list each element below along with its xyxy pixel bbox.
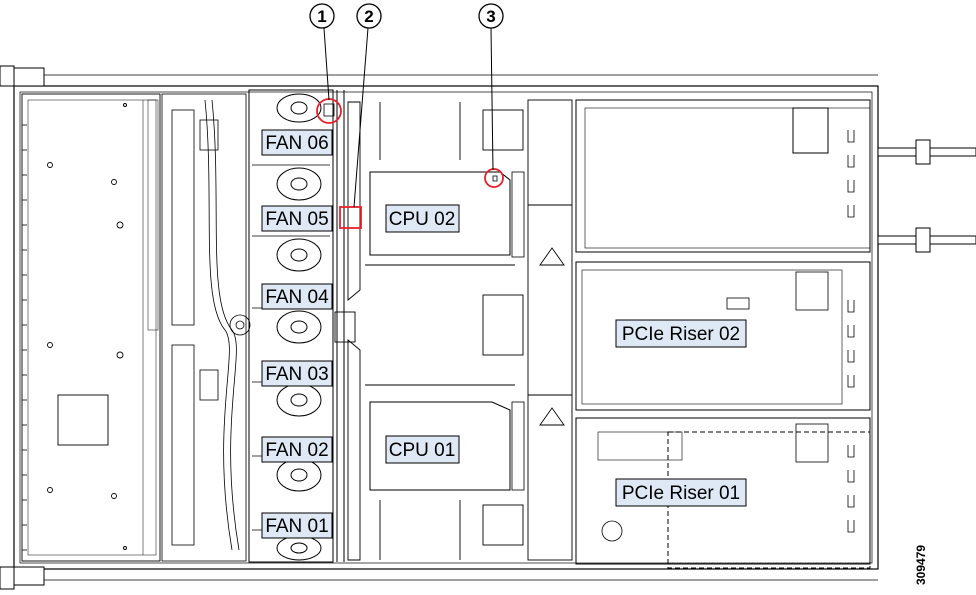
cpu-02: CPU 02 bbox=[369, 171, 525, 258]
fan-04: FAN 04 bbox=[261, 283, 333, 310]
midplane-cable-area bbox=[161, 93, 251, 562]
fan-05: FAN 05 bbox=[261, 205, 333, 232]
callout-2-number: 2 bbox=[364, 7, 373, 26]
front-drive-bay bbox=[21, 93, 161, 562]
air-duct bbox=[334, 101, 524, 561]
rear-slot-latches bbox=[847, 130, 855, 533]
fan-03-label: FAN 03 bbox=[265, 364, 328, 385]
figure-id: 309479 bbox=[914, 545, 928, 585]
pcie-riser-02: PCIe Riser 02 bbox=[575, 261, 871, 411]
callout-2-target bbox=[339, 206, 362, 229]
fan-06: FAN 06 bbox=[261, 129, 333, 156]
callout-leaders bbox=[323, 27, 494, 208]
chassis bbox=[13, 74, 879, 581]
fan-02: FAN 02 bbox=[261, 436, 333, 463]
fan-01: FAN 01 bbox=[261, 512, 333, 539]
drive-bay-tick-marks bbox=[22, 124, 27, 551]
highlight-details bbox=[323, 103, 498, 182]
fan-03: FAN 03 bbox=[261, 360, 333, 387]
pcie-riser-01-label: PCIe Riser 01 bbox=[622, 483, 740, 504]
cpu-01: CPU 01 bbox=[369, 401, 525, 491]
callout-3: 3 bbox=[478, 3, 504, 29]
center-area bbox=[527, 99, 573, 561]
callout-3-target bbox=[484, 168, 504, 188]
callout-2: 2 bbox=[356, 3, 382, 29]
cpu-01-label: CPU 01 bbox=[389, 440, 456, 461]
fan-tray bbox=[248, 89, 345, 563]
fan-04-label: FAN 04 bbox=[265, 287, 329, 308]
fan-06-label: FAN 06 bbox=[265, 133, 328, 154]
pcie-riser-02-label: PCIe Riser 02 bbox=[622, 324, 740, 345]
fan-rotors bbox=[276, 93, 322, 561]
callout-1-number: 1 bbox=[317, 7, 326, 26]
pcie-riser-01: PCIe Riser 01 bbox=[575, 417, 871, 569]
fan-05-label: FAN 05 bbox=[265, 209, 328, 230]
callout-3-number: 3 bbox=[486, 7, 495, 26]
left-rack-handles bbox=[0, 65, 45, 590]
fan-01-label: FAN 01 bbox=[265, 516, 328, 537]
cpu-02-label: CPU 02 bbox=[389, 209, 456, 230]
top-riser-slot bbox=[575, 99, 871, 253]
fan-02-label: FAN 02 bbox=[265, 440, 328, 461]
callout-1: 1 bbox=[309, 3, 335, 29]
right-rack-handles bbox=[877, 139, 976, 253]
